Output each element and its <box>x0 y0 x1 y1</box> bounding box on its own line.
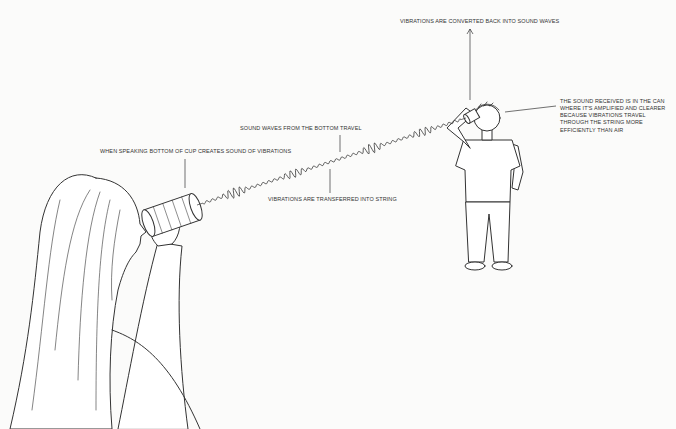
can-rim <box>139 208 158 238</box>
listening-can <box>463 109 480 125</box>
can-bottom <box>186 192 205 222</box>
leader-line <box>185 159 186 188</box>
hair-strands <box>32 190 120 410</box>
man-hair <box>475 102 499 112</box>
woman-shoulder <box>112 330 200 429</box>
annotation-note: WHEN SPEAKING BOTTOM OF CUP CREATES SOUN… <box>100 148 291 155</box>
speaking-can <box>139 192 205 238</box>
leader-arrowhead <box>467 29 473 34</box>
man-shoe <box>465 262 485 270</box>
leader-line <box>330 169 331 193</box>
can-ridges <box>153 197 190 233</box>
leader-line <box>340 135 341 152</box>
woman-arm <box>118 242 188 429</box>
leader-lines <box>185 29 556 193</box>
man-figure <box>447 102 523 270</box>
annotation-note: THE SOUND RECEIVED IS IN THE CAN WHERE I… <box>560 98 668 134</box>
man-torso <box>456 140 520 202</box>
man-pants <box>466 202 510 262</box>
string-layer <box>197 118 466 205</box>
woman-hair <box>10 175 146 429</box>
man-shoe <box>492 262 512 270</box>
leader-line <box>470 29 471 100</box>
leader-line <box>505 106 556 112</box>
annotation-note: SOUND WAVES FROM THE BOTTOM TRAVEL <box>240 125 362 132</box>
annotation-note: VIBRATIONS ARE TRANSFERRED INTO STRING <box>268 196 397 203</box>
annotation-note: VIBRATIONS ARE CONVERTED BACK INTO SOUND… <box>400 18 559 25</box>
vibrating-string <box>197 118 466 205</box>
woman-figure <box>10 175 205 429</box>
